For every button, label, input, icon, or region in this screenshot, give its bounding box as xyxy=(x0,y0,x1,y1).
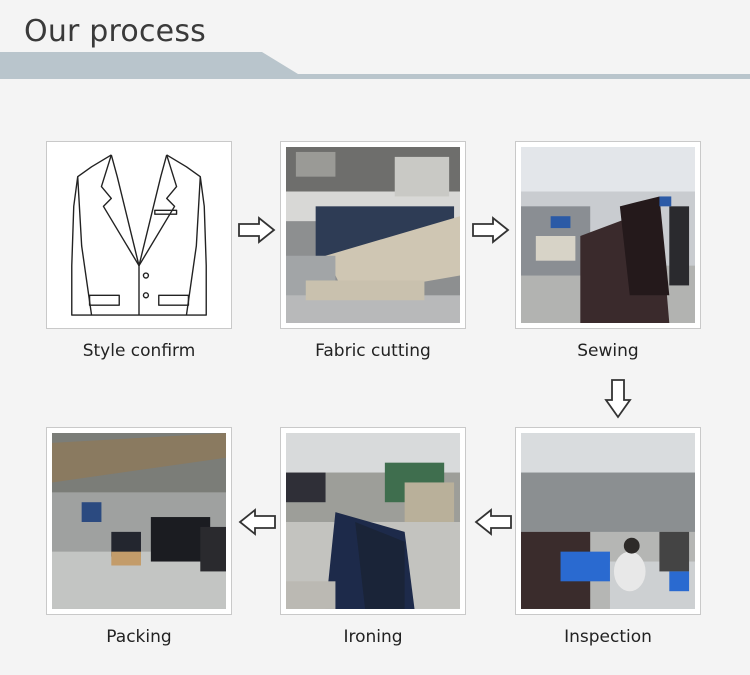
arrow-left-icon xyxy=(474,508,512,536)
sewing-photo xyxy=(521,147,695,323)
inspection-photo xyxy=(521,433,695,609)
step-label-fabric-cutting: Fabric cutting xyxy=(315,341,431,361)
packing-image xyxy=(46,427,232,615)
step-label-sewing: Sewing xyxy=(577,341,639,361)
arrow-left-icon xyxy=(238,508,276,536)
step-label-inspection: Inspection xyxy=(564,627,652,647)
ironing-photo xyxy=(286,433,460,609)
step-label-style-confirm: Style confirm xyxy=(82,341,196,361)
page-title: Our process xyxy=(24,14,206,49)
step-label-ironing: Ironing xyxy=(343,627,403,647)
style-confirm-image xyxy=(46,141,232,329)
inspection-image xyxy=(515,427,701,615)
fabric-cutting-photo xyxy=(286,147,460,323)
blazer-sketch-icon xyxy=(52,147,226,323)
sewing-image xyxy=(515,141,701,329)
arrow-right-icon xyxy=(472,216,510,244)
ironing-image xyxy=(280,427,466,615)
step-label-packing: Packing xyxy=(106,627,172,647)
header-divider-band xyxy=(0,52,750,79)
arrow-down-icon xyxy=(604,379,632,419)
packing-photo xyxy=(52,433,226,609)
fabric-cutting-image xyxy=(280,141,466,329)
arrow-right-icon xyxy=(238,216,276,244)
